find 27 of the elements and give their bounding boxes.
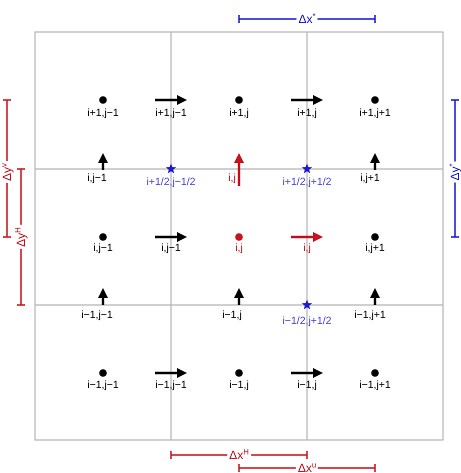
grid-index-label: i,j−1 xyxy=(87,172,107,184)
grid-index-label: i−1,j+1 xyxy=(354,310,386,320)
grid-index-label: i−1,j−1 xyxy=(155,380,187,390)
grid-index-label: i,j+1 xyxy=(360,172,380,184)
grid-index-label: i+1/2,j+1/2 xyxy=(282,176,332,188)
grid-index-label: i−1,j−1 xyxy=(81,310,113,320)
grid-index-label: i+1,j−1 xyxy=(155,108,187,118)
grid-index-label: i,j−1 xyxy=(161,242,181,254)
grid-index-label: i−1,j xyxy=(222,310,242,320)
grid-index-label: i−1/2,j+1/2 xyxy=(282,316,332,326)
grid-index-label: i+1,j xyxy=(297,108,317,118)
grid-index-label: i,j xyxy=(303,242,311,254)
dimension-label: Δx$^{u}$ xyxy=(296,462,318,473)
grid-index-label: i−1,j xyxy=(229,380,249,390)
grid-index-label: i,j xyxy=(235,242,243,254)
grid-index-label: i,j+1 xyxy=(365,242,385,254)
dimension-label: Δx$^{H}$ xyxy=(227,449,251,461)
grid-index-label: i+1,j xyxy=(229,108,249,118)
dimension-label: Δx$^{*}$ xyxy=(296,13,318,25)
grid-index-label: i,j xyxy=(228,172,236,184)
grid-index-label: i−1,j+1 xyxy=(359,380,391,390)
grid-index-label: i+1,j+1 xyxy=(359,108,391,118)
grid-index-label: i−1,j xyxy=(297,380,317,390)
grid-index-label: i−1,j−1 xyxy=(87,380,119,390)
grid-index-label: i+1/2,j−1/2 xyxy=(146,176,196,188)
grid-index-label: i,j−1 xyxy=(93,242,113,254)
grid-index-label: i+1,j−1 xyxy=(87,108,119,118)
